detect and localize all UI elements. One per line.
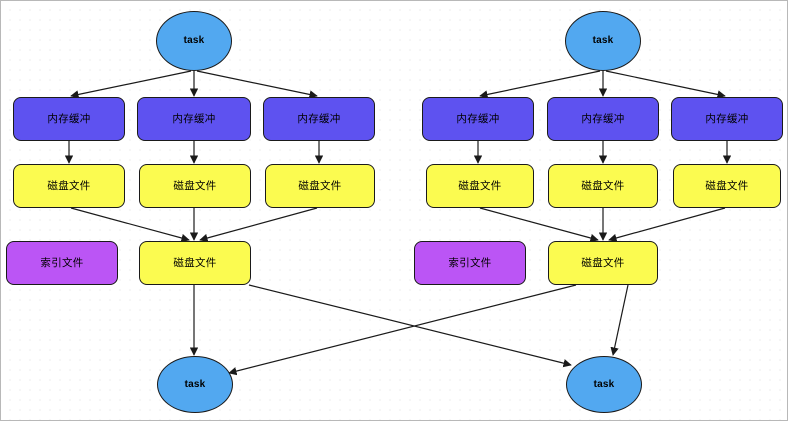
node-membuf-l2[interactable]: 内存缓冲 — [137, 97, 251, 141]
edge-task-top-right-to-membuf-r1 — [479, 70, 601, 99]
node-label: 内存缓冲 — [172, 112, 216, 125]
edge-diskfile-right-merged-to-task-bottom-left — [228, 284, 577, 376]
node-diskfile-l3[interactable]: 磁盘文件 — [265, 164, 375, 208]
node-diskfile-r1[interactable]: 磁盘文件 — [426, 164, 534, 208]
edge-task-top-left-to-membuf-l3 — [196, 70, 318, 99]
node-label: 内存缓冲 — [456, 112, 500, 125]
node-task-top-right[interactable]: task — [565, 11, 641, 71]
edge-diskfile-l1-to-diskfile-left-merged — [70, 207, 190, 243]
node-label: 磁盘文件 — [47, 179, 91, 192]
node-task-top-left[interactable]: task — [156, 11, 232, 71]
node-label: 内存缓冲 — [705, 112, 749, 125]
node-label: 磁盘文件 — [298, 179, 342, 192]
node-diskfile-left-merged[interactable]: 磁盘文件 — [139, 241, 251, 285]
node-label: task — [592, 35, 614, 46]
node-membuf-r3[interactable]: 内存缓冲 — [671, 97, 783, 141]
node-membuf-l3[interactable]: 内存缓冲 — [263, 97, 375, 141]
node-task-bottom-right[interactable]: task — [566, 356, 642, 413]
node-membuf-l1[interactable]: 内存缓冲 — [13, 97, 125, 141]
node-membuf-r1[interactable]: 内存缓冲 — [422, 97, 534, 141]
node-indexfile-left[interactable]: 索引文件 — [6, 241, 118, 285]
node-label: 索引文件 — [448, 256, 492, 269]
edge-task-top-left-to-membuf-l1 — [70, 70, 192, 99]
node-label: 磁盘文件 — [458, 179, 502, 192]
node-diskfile-l2[interactable]: 磁盘文件 — [139, 164, 251, 208]
edge-task-top-right-to-membuf-r3 — [605, 70, 726, 99]
node-indexfile-right[interactable]: 索引文件 — [414, 241, 526, 285]
node-label: task — [593, 378, 615, 390]
node-label: task — [184, 378, 206, 390]
node-diskfile-r3[interactable]: 磁盘文件 — [673, 164, 781, 208]
node-diskfile-right-merged[interactable]: 磁盘文件 — [548, 241, 658, 285]
node-diskfile-l1[interactable]: 磁盘文件 — [13, 164, 125, 208]
node-label: 内存缓冲 — [581, 112, 625, 125]
node-label: 索引文件 — [40, 256, 84, 269]
edge-diskfile-right-merged-to-task-bottom-right — [610, 284, 629, 356]
node-label: 磁盘文件 — [581, 179, 625, 192]
node-label: 内存缓冲 — [297, 112, 341, 125]
node-label: 磁盘文件 — [173, 256, 217, 269]
edge-diskfile-r3-to-diskfile-right-merged — [608, 207, 726, 243]
node-label: 磁盘文件 — [705, 179, 749, 192]
node-label: task — [183, 35, 205, 46]
edge-diskfile-l3-to-diskfile-left-merged — [199, 207, 318, 243]
node-label: 内存缓冲 — [47, 112, 91, 125]
edge-diskfile-r1-to-diskfile-right-merged — [479, 207, 599, 243]
node-label: 磁盘文件 — [173, 179, 217, 192]
node-membuf-r2[interactable]: 内存缓冲 — [547, 97, 659, 141]
node-diskfile-r2[interactable]: 磁盘文件 — [548, 164, 658, 208]
node-task-bottom-left[interactable]: task — [157, 356, 233, 413]
edge-diskfile-left-merged-to-task-bottom-right — [248, 284, 572, 368]
node-label: 磁盘文件 — [581, 256, 625, 269]
